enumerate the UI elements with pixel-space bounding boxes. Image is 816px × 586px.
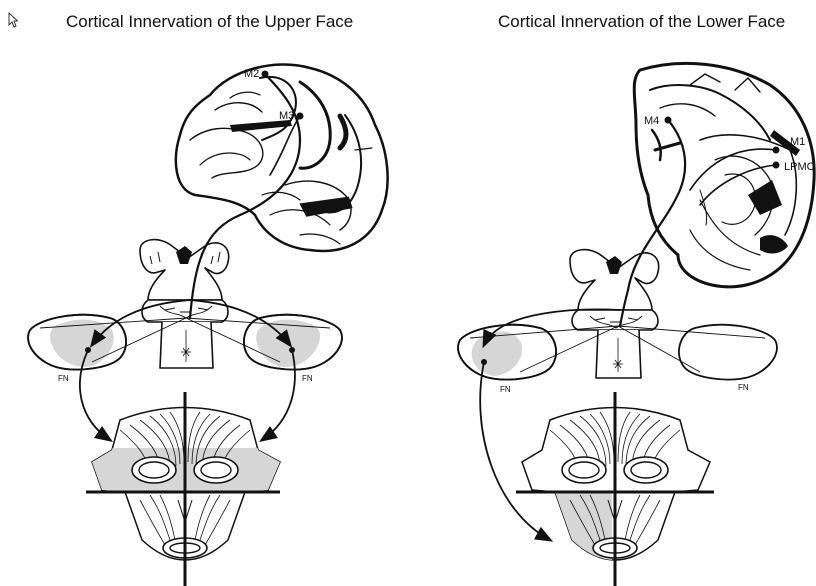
label-fn-right-b: FN bbox=[738, 383, 749, 392]
brain-coronal-section bbox=[634, 63, 814, 286]
label-m1: M1 bbox=[790, 136, 805, 148]
fn-left-marker bbox=[85, 347, 91, 353]
m3-marker bbox=[297, 113, 304, 120]
fn-right-panel-marker bbox=[481, 359, 487, 365]
label-m2: M2 bbox=[244, 68, 259, 80]
fn-right-marker bbox=[289, 347, 295, 353]
facial-nucleus-right-right bbox=[679, 325, 777, 380]
brainstem-right bbox=[570, 250, 659, 378]
facial-nucleus-right-left bbox=[458, 325, 556, 380]
upper-face-panel: M2 M3 FN FN bbox=[28, 64, 388, 586]
label-fn-left-b: FN bbox=[302, 374, 313, 383]
label-fn-right-a: FN bbox=[500, 385, 511, 394]
lower-face-panel: M4 M1 LPMC FN FN bbox=[458, 63, 815, 586]
face-mask-upper bbox=[86, 392, 280, 586]
face-mask-lower bbox=[516, 392, 714, 586]
label-lpmc: LPMC bbox=[784, 161, 815, 173]
m4-marker bbox=[665, 117, 672, 124]
label-m4: M4 bbox=[644, 115, 659, 127]
m2-marker bbox=[262, 71, 269, 78]
label-fn-left-a: FN bbox=[58, 374, 69, 383]
lpmc-marker bbox=[773, 162, 780, 169]
label-m3: M3 bbox=[279, 110, 294, 122]
m1-marker bbox=[773, 147, 780, 154]
